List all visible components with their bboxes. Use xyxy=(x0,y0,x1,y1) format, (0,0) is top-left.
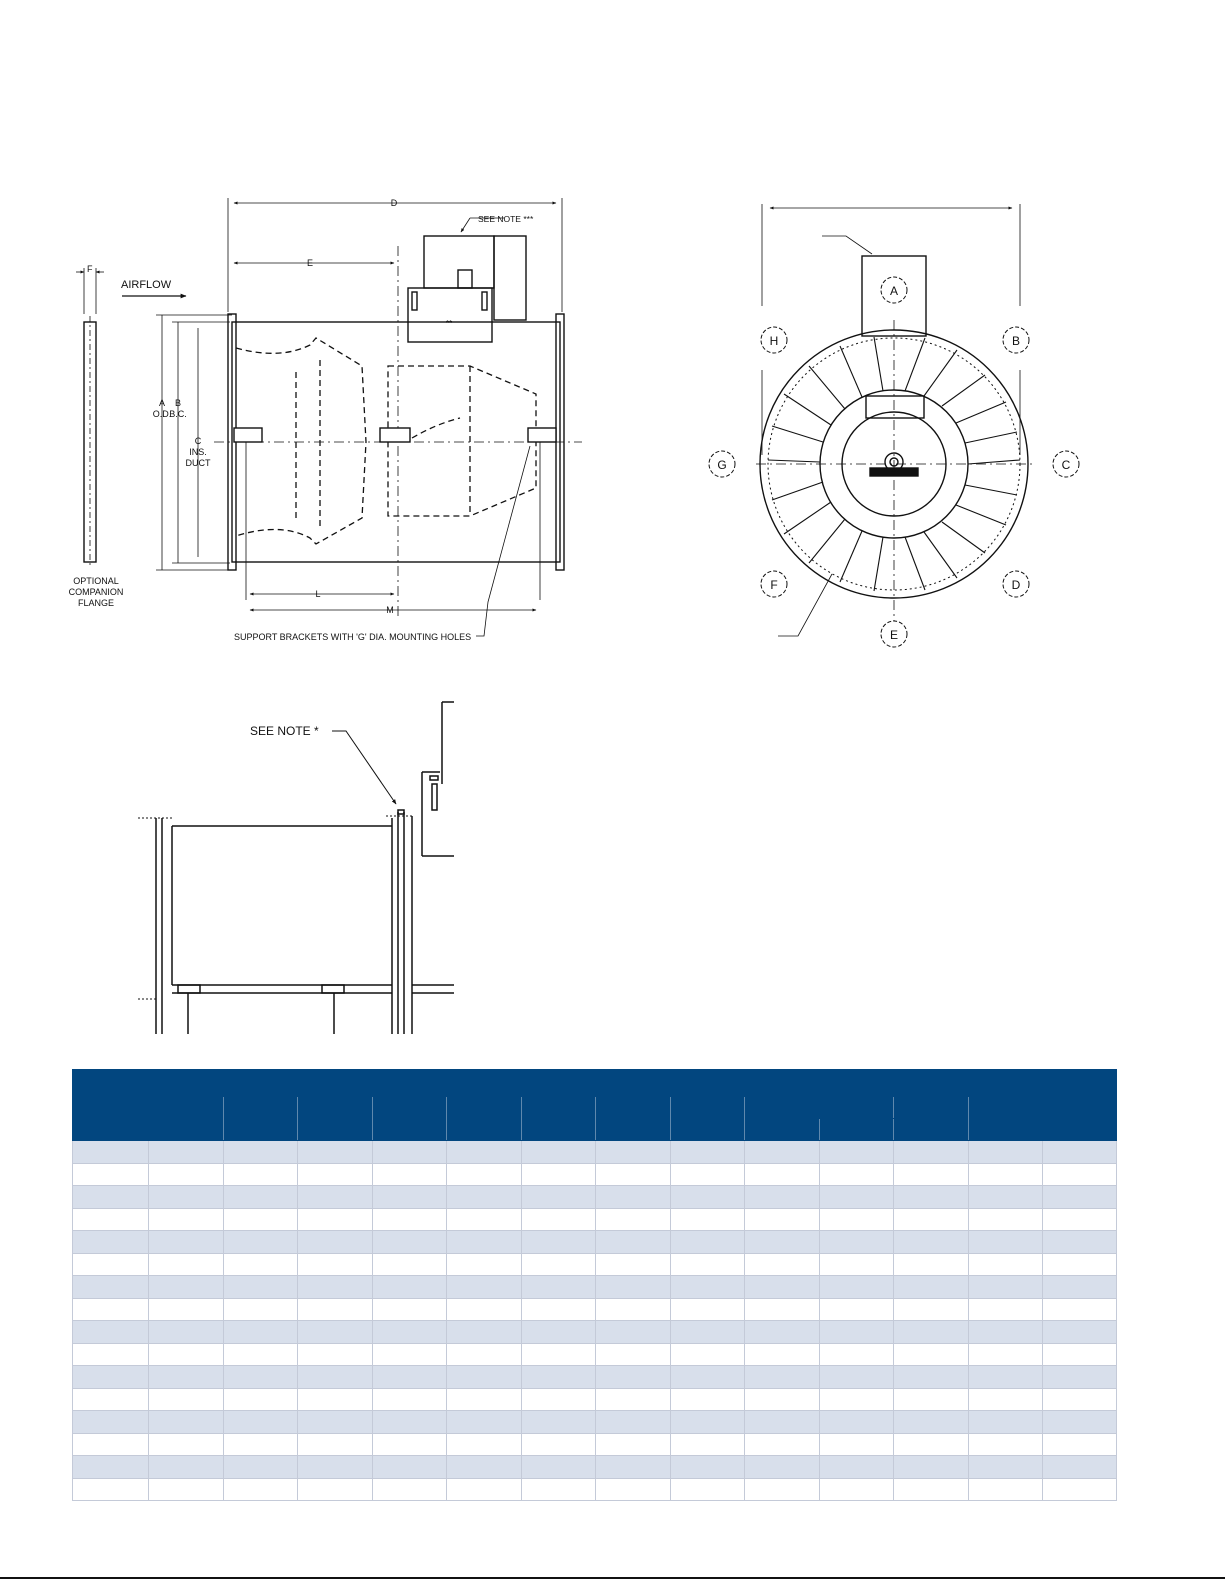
table-body xyxy=(72,1140,1118,1501)
flange-caption-2: COMPANION xyxy=(69,587,124,597)
table-row xyxy=(72,1230,1118,1254)
table-row xyxy=(72,1275,1118,1299)
header-cell-split-group xyxy=(744,1096,894,1119)
position-marker-h: H xyxy=(760,326,788,354)
fan-arrangement-drawings: F AIRFLOW D E SEE NOTE *** ** A O.D. B B… xyxy=(69,198,1080,1034)
table-header-row-3 xyxy=(73,1118,1117,1141)
table-row xyxy=(72,1342,1118,1366)
position-marker-f: F xyxy=(760,570,788,598)
end-view-position-markers: A B C D E F G H xyxy=(708,276,1080,648)
dim-c-label: C xyxy=(195,436,202,446)
flange-caption-3: FLANGE xyxy=(78,598,114,608)
position-marker-c: C xyxy=(1052,450,1080,478)
dim-f-label: F xyxy=(87,264,93,274)
dim-b-sublabel: B.C. xyxy=(169,409,187,419)
dimensions-table xyxy=(72,1069,1118,1501)
position-marker-g: G xyxy=(708,450,736,478)
detail-view-drawing xyxy=(138,701,454,1034)
dim-a-label: A xyxy=(159,398,165,408)
straightener-vanes xyxy=(767,336,1021,592)
dim-d-label: D xyxy=(391,198,398,208)
table-row xyxy=(72,1387,1118,1411)
support-caption: SUPPORT BRACKETS WITH 'G' DIA. MOUNTING … xyxy=(234,632,471,642)
position-marker-b: B xyxy=(1002,326,1030,354)
svg-text:G: G xyxy=(717,458,726,472)
table-row xyxy=(72,1162,1118,1186)
table-header-row-2 xyxy=(73,1096,1117,1141)
page-bottom-rule xyxy=(0,1577,1225,1579)
motor-body xyxy=(423,235,495,289)
table-row xyxy=(72,1477,1118,1501)
svg-text:D: D xyxy=(1012,578,1021,592)
position-marker-d: D xyxy=(1002,570,1030,598)
table-row xyxy=(72,1207,1118,1231)
svg-text:B: B xyxy=(1012,334,1020,348)
table-row xyxy=(72,1410,1118,1434)
table-row xyxy=(72,1297,1118,1321)
motor-mark: ** xyxy=(446,319,452,328)
motor-mount-plate xyxy=(407,287,493,343)
dim-m-label: M xyxy=(386,605,394,615)
table-header-row-1 xyxy=(72,1069,1118,1141)
position-marker-e: E xyxy=(880,620,908,648)
table-row xyxy=(72,1365,1118,1389)
table-row xyxy=(72,1455,1118,1479)
table-row xyxy=(72,1320,1118,1344)
svg-text:C: C xyxy=(1062,458,1071,472)
flange-caption-1: OPTIONAL xyxy=(73,576,119,586)
table-row xyxy=(72,1432,1118,1456)
side-view-labels: F AIRFLOW D E SEE NOTE *** ** A O.D. B B… xyxy=(69,198,534,642)
header-cell-last xyxy=(1042,1069,1118,1141)
position-marker-a: A xyxy=(880,276,908,304)
side-view-drawing xyxy=(76,198,582,637)
dim-c-sublabel-2: DUCT xyxy=(186,458,211,468)
header-cell-size xyxy=(72,1069,149,1141)
table-row xyxy=(72,1140,1118,1164)
dim-b-label: B xyxy=(175,398,181,408)
table-row xyxy=(72,1185,1118,1209)
table-row xyxy=(72,1252,1118,1276)
svg-text:E: E xyxy=(890,628,898,642)
dim-l-label: L xyxy=(315,589,320,599)
detail-note: SEE NOTE * xyxy=(250,724,319,738)
dim-e-label: E xyxy=(307,258,313,268)
dim-a-sublabel: O.D. xyxy=(153,409,172,419)
airflow-label: AIRFLOW xyxy=(121,279,172,291)
header-cell-dimensions-group xyxy=(147,1069,1044,1097)
svg-text:A: A xyxy=(890,284,898,298)
end-view-drawing xyxy=(756,204,1032,637)
svg-text:H: H xyxy=(770,334,779,348)
motor-note: SEE NOTE *** xyxy=(478,214,534,224)
dim-c-sublabel-1: INS. xyxy=(189,447,207,457)
svg-text:F: F xyxy=(770,578,777,592)
